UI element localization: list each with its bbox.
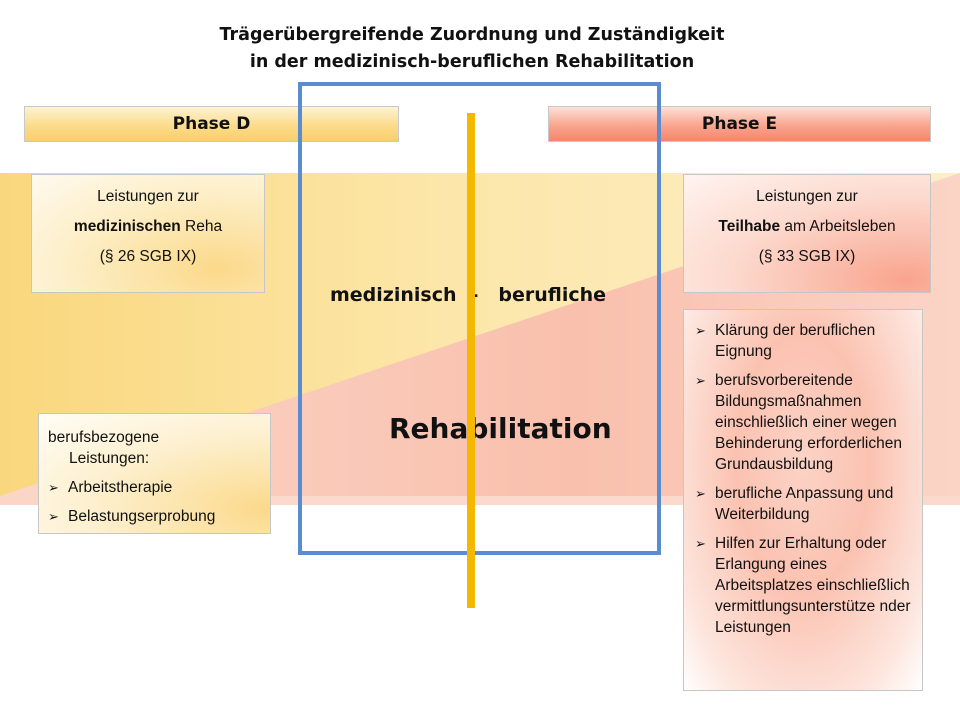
center-main-label: Rehabilitation (389, 412, 612, 445)
list-item: ➢ Hilfen zur Erhaltung oder Erlangung ei… (695, 533, 922, 638)
teilhabe-measures-list: ➢ Klärung der beruflichen Eignung ➢ beru… (683, 309, 923, 691)
arrow-bullet-icon: ➢ (695, 373, 706, 388)
teil-bold-word: Teilhabe (718, 218, 781, 235)
blue-frame (298, 82, 661, 555)
phase-d-header: Phase D (24, 106, 399, 142)
med-line-1: Leistungen zur (97, 188, 199, 205)
berufsbezogene-box: berufsbezogene Leistungen: ➢ Arbeitsther… (38, 413, 271, 534)
salmon-lower-fade (270, 496, 960, 505)
arrow-bullet-icon: ➢ (48, 509, 59, 524)
page-title: Trägerübergreifende Zuordnung und Zustän… (0, 22, 944, 76)
teil-line-2-rest: am Arbeitsleben (780, 218, 896, 235)
teil-line-1: Leistungen zur (756, 188, 858, 205)
teil-line-3: (§ 33 SGB IX) (758, 248, 856, 265)
center-word-berufliche: berufliche (498, 284, 607, 306)
list-item-text: berufliche Anpassung und Weiterbildung (715, 485, 894, 523)
teilhabe-box: Leistungen zur Teilhabe am Arbeitsleben … (683, 174, 931, 293)
center-subtitle: medizinisch-berufliche (330, 284, 606, 306)
med-bold-word: medizinischen (73, 218, 181, 235)
list-item: ➢ Belastungserprobung (48, 506, 270, 527)
beruf-heading-2: Leistungen: (69, 450, 150, 467)
phase-e-header: Phase E (548, 106, 931, 142)
med-line-2: medizinischen Reha (32, 216, 264, 237)
list-item: ➢ Klärung der beruflichen Eignung (695, 320, 922, 362)
medical-reha-box: Leistungen zur medizinischen Reha (§ 26 … (31, 174, 265, 293)
beruf-heading-1: berufsbezogene (48, 429, 160, 446)
arrow-bullet-icon: ➢ (695, 323, 706, 338)
arrow-bullet-icon: ➢ (695, 536, 706, 551)
title-line-1: Trägerübergreifende Zuordnung und Zustän… (219, 25, 725, 45)
arrow-bullet-icon: ➢ (48, 480, 59, 495)
phase-divider-line (467, 113, 475, 608)
teil-line-2: Teilhabe am Arbeitsleben (684, 216, 930, 237)
list-item: ➢ Arbeitstherapie (48, 477, 270, 498)
title-line-2: in der medizinisch-beruflichen Rehabilit… (249, 52, 695, 72)
list-item-text: Hilfen zur Erhaltung oder Erlangung eine… (715, 535, 911, 636)
list-item: ➢ berufliche Anpassung und Weiterbildung (695, 483, 922, 525)
list-item-text: Belastungserprobung (68, 508, 216, 525)
list-item-text: Klärung der beruflichen Eignung (715, 322, 876, 360)
med-line-2-rest: Reha (180, 218, 223, 235)
med-line-3: (§ 26 SGB IX) (99, 248, 197, 265)
list-item-text: Arbeitstherapie (68, 479, 173, 496)
list-item-text: berufsvorbereitende Bildungsmaßnahmen ei… (715, 372, 902, 473)
arrow-bullet-icon: ➢ (695, 486, 706, 501)
center-word-medizinisch: medizinisch (330, 284, 457, 306)
list-item: ➢ berufsvorbereitende Bildungsmaßnahmen … (695, 370, 922, 475)
